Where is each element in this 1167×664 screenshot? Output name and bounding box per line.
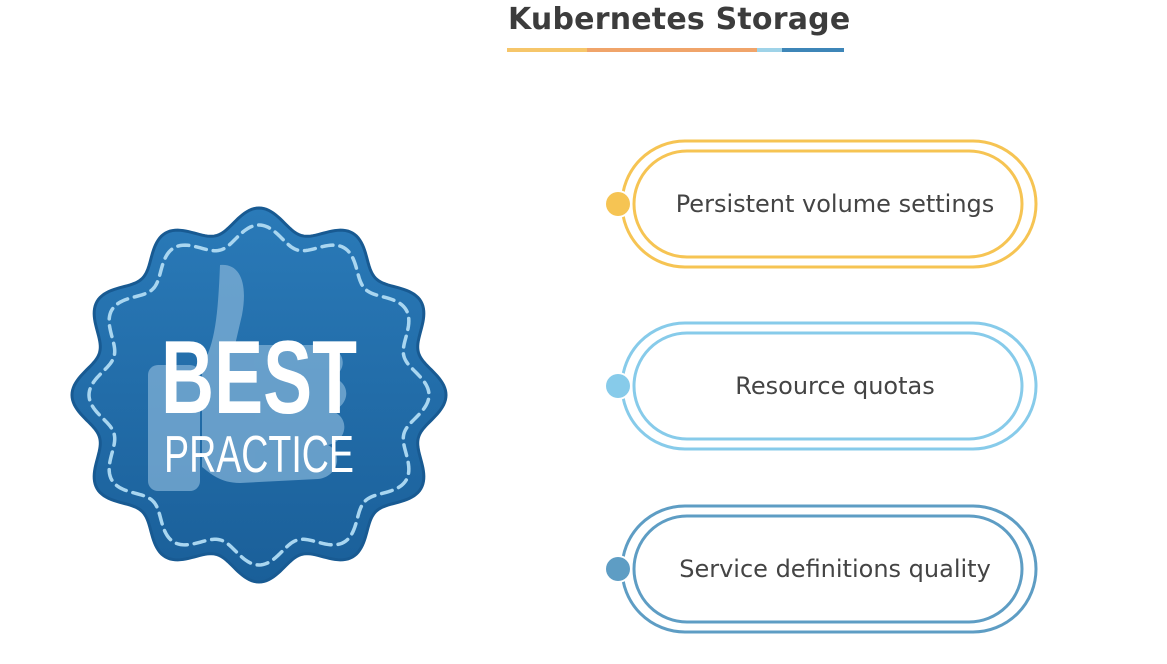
pill-frame	[604, 321, 1038, 451]
list-item: Resource quotas	[600, 320, 1040, 452]
bullet-dot	[606, 192, 630, 216]
badge-stitching	[87, 223, 431, 567]
title-underline	[507, 48, 844, 52]
thumbs-up-icon	[148, 264, 347, 491]
bullet-dot	[606, 374, 630, 398]
pill-label: Resource quotas	[735, 372, 935, 400]
badge-text-best: BEST	[161, 320, 357, 436]
page-title: Kubernetes Storage	[508, 2, 851, 37]
pill-frame	[604, 139, 1038, 269]
bullet-dot	[606, 557, 630, 581]
list-item: Persistent volume settings	[600, 138, 1040, 270]
pill-label: Service definitions quality	[679, 555, 991, 583]
pill-label: Persistent volume settings	[675, 190, 995, 218]
badge-text-practice: PRACTICE	[164, 426, 354, 484]
best-practice-badge: BEST PRACTICE	[70, 206, 448, 584]
pill-frame	[604, 504, 1038, 634]
list-item: Service definitions quality	[600, 503, 1040, 635]
